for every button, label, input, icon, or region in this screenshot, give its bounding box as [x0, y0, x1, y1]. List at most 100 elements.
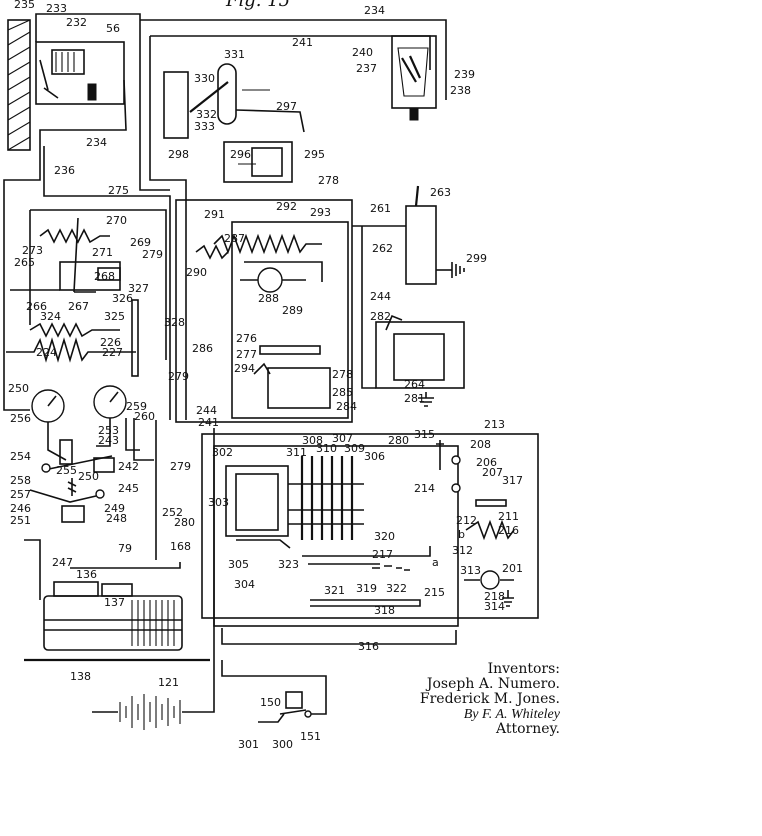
switch-150 — [221, 660, 327, 723]
ref-287: 287 — [224, 232, 245, 245]
ref-232: 232 — [66, 16, 87, 29]
ref-324: 324 — [40, 310, 61, 323]
ref-137: 137 — [104, 596, 125, 609]
ref-326: 326 — [112, 292, 133, 305]
ref-201: 201 — [502, 562, 523, 575]
figure-caption: Fig. 15 — [225, 0, 290, 11]
ref-289: 289 — [282, 304, 303, 317]
ref-279-c: 279 — [170, 460, 191, 473]
ref-207: 207 — [482, 466, 503, 479]
ref-298: 298 — [168, 148, 189, 161]
relay-box-278 — [175, 199, 353, 423]
ref-254: 254 — [10, 450, 31, 463]
ref-237: 237 — [356, 62, 377, 75]
ref-b: b — [458, 528, 465, 541]
ref-136: 136 — [76, 568, 97, 581]
ref-282: 282 — [370, 310, 391, 323]
ref-256: 256 — [10, 412, 31, 425]
ref-168: 168 — [170, 540, 191, 553]
ref-308: 308 — [302, 434, 323, 447]
ref-290: 290 — [186, 266, 207, 279]
ref-239: 239 — [454, 68, 475, 81]
ref-240: 240 — [352, 46, 373, 59]
ref-286: 286 — [192, 342, 213, 355]
ref-249: 249 — [104, 502, 125, 515]
ref-a: a — [432, 556, 439, 569]
ref-310: 310 — [316, 442, 337, 455]
ref-323: 323 — [278, 558, 299, 571]
valve-assembly — [24, 418, 157, 600]
inventor-name-2: Frederick M. Jones. — [419, 691, 560, 707]
ref-303: 303 — [208, 496, 229, 509]
ref-297: 297 — [276, 100, 297, 113]
ref-268: 268 — [94, 270, 115, 283]
ref-306: 306 — [364, 450, 385, 463]
ref-265: 265 — [14, 256, 35, 269]
ref-313: 313 — [460, 564, 481, 577]
ref-285: 285 — [332, 386, 353, 399]
ref-317: 317 — [502, 474, 523, 487]
ref-212: 212 — [456, 514, 477, 527]
ref-330: 330 — [194, 72, 215, 85]
ref-244-b: 244 — [196, 404, 217, 417]
ref-238: 238 — [450, 84, 471, 97]
ref-263: 263 — [430, 186, 451, 199]
ref-248: 248 — [106, 512, 127, 525]
ref-206: 206 — [476, 456, 497, 469]
ref-278-a: 278 — [318, 174, 339, 187]
ref-309: 309 — [344, 442, 365, 455]
ref-56: 56 — [106, 22, 120, 35]
ref-242: 242 — [118, 460, 139, 473]
solenoid-295 — [223, 141, 293, 183]
ref-258: 258 — [10, 474, 31, 487]
ref-279-b: 279 — [168, 370, 189, 383]
ref-271: 271 — [92, 246, 113, 259]
ref-244-a: 244 — [370, 290, 391, 303]
ref-216: 216 — [498, 524, 519, 537]
ref-318: 318 — [374, 604, 395, 617]
ref-151: 151 — [300, 730, 321, 743]
ref-234-top: 234 — [364, 4, 385, 17]
ref-328: 328 — [164, 316, 185, 329]
ref-305: 305 — [228, 558, 249, 571]
ref-302: 302 — [212, 446, 233, 459]
ref-226: 226 — [100, 336, 121, 349]
gauge-250 — [31, 389, 65, 423]
ref-250-valve: 250 — [78, 470, 99, 483]
ref-241-top: 241 — [292, 36, 313, 49]
ref-251: 251 — [10, 514, 31, 527]
ref-280-a: 280 — [388, 434, 409, 447]
ref-250-gauge: 250 — [8, 382, 29, 395]
ref-253: 253 — [98, 424, 119, 437]
ref-79: 79 — [118, 542, 132, 555]
ref-319: 319 — [356, 582, 377, 595]
ref-121: 121 — [158, 676, 179, 689]
ref-281: 281 — [404, 392, 425, 405]
ref-312: 312 — [452, 544, 473, 557]
ref-273: 273 — [22, 244, 43, 257]
ref-246: 246 — [10, 502, 31, 515]
ref-331: 331 — [224, 48, 245, 61]
ref-332: 332 — [196, 108, 217, 121]
thermostat-238 — [391, 35, 437, 121]
ref-304: 304 — [234, 578, 255, 591]
ref-236: 236 — [54, 164, 75, 177]
ref-262: 262 — [372, 242, 393, 255]
ref-277: 277 — [236, 348, 257, 361]
control-box-280 — [201, 433, 539, 645]
ref-295: 295 — [304, 148, 325, 161]
ref-213: 213 — [484, 418, 505, 431]
inventor-name-1: Joseph A. Numero. — [426, 676, 560, 692]
ref-270: 270 — [106, 214, 127, 227]
ref-150: 150 — [260, 696, 281, 709]
ref-217: 217 — [372, 548, 393, 561]
ref-241-b: 241 — [198, 416, 219, 429]
ref-327: 327 — [128, 282, 149, 295]
ref-280-b: 280 — [174, 516, 195, 529]
ref-333: 333 — [194, 120, 215, 133]
ref-255: 255 — [56, 464, 77, 477]
ref-247: 247 — [52, 556, 73, 569]
ref-293: 293 — [310, 206, 331, 219]
ref-243: 243 — [98, 434, 119, 447]
ref-266: 266 — [26, 300, 47, 313]
